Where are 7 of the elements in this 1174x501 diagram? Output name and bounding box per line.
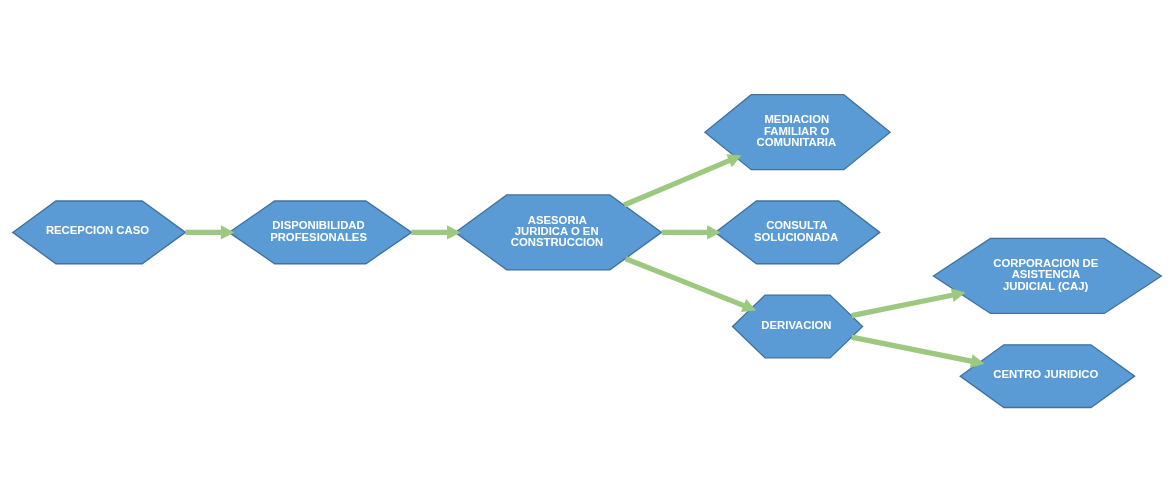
arrow bbox=[185, 224, 235, 239]
arrow bbox=[411, 224, 461, 239]
arrow bbox=[851, 334, 985, 368]
arrow bbox=[624, 255, 757, 312]
arrow bbox=[851, 287, 966, 318]
arrow bbox=[623, 153, 742, 207]
arrow bbox=[661, 224, 721, 239]
